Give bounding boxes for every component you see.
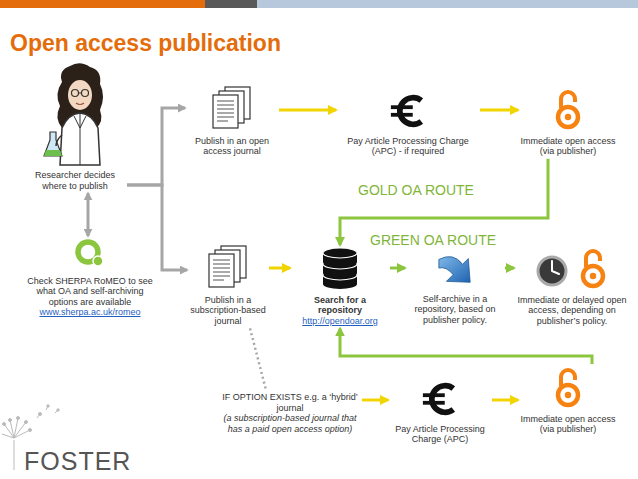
arrow-connector bbox=[505, 267, 514, 270]
arrow-connector bbox=[279, 109, 336, 112]
arrow-connector bbox=[480, 109, 518, 112]
step-node: Pay Article Processing Charge (APC) bbox=[390, 380, 490, 445]
step-node: Publish in a subscription-based journal bbox=[189, 245, 267, 326]
top-bar bbox=[0, 0, 205, 8]
node-text: www.sherpa.ac.uk/romeo bbox=[22, 307, 158, 318]
researcher-figure bbox=[44, 63, 103, 165]
euro-icon bbox=[338, 92, 478, 133]
node-text: Immediate open access (via publisher) bbox=[520, 414, 616, 435]
node-text: Pay Article Processing Charge (APC) bbox=[390, 424, 490, 445]
step-node: Publish in an open access journal bbox=[187, 86, 277, 157]
logo-text: FOSTER bbox=[24, 447, 131, 476]
top-bar bbox=[205, 0, 257, 8]
db-icon bbox=[292, 247, 388, 292]
node-text: Search for a repository bbox=[292, 295, 388, 316]
diagram-title: Open access publication bbox=[10, 30, 281, 57]
step-node: Researcher decides where to publish bbox=[25, 170, 125, 191]
step-node: Immediate or delayed open access, depend… bbox=[516, 247, 628, 326]
node-text: IF OPTION EXISTS e.g. a ‘hybrid’ journal bbox=[220, 392, 360, 413]
step-node: Pay Article Processing Charge (APC) - if… bbox=[338, 92, 478, 157]
arrow-connector bbox=[127, 185, 187, 270]
lock-icon bbox=[520, 366, 616, 411]
step-node: Self-archive in a repository, based on p… bbox=[407, 250, 503, 325]
dotted-connector bbox=[250, 328, 266, 390]
arrow-connector bbox=[362, 399, 388, 402]
node-text: Researcher decides where to publish bbox=[25, 170, 125, 191]
node-text: Self-archive in a repository, based on p… bbox=[407, 294, 503, 326]
node-text: Pay Article Processing Charge (APC) - if… bbox=[338, 136, 478, 157]
node-text: Publish in a subscription-based journal bbox=[189, 295, 267, 327]
step-node: IF OPTION EXISTS e.g. a ‘hybrid’ journal… bbox=[220, 392, 360, 434]
arrow-icon bbox=[407, 250, 503, 291]
node-text: (a subscription-based journal that has a… bbox=[220, 413, 360, 434]
arrow-connector bbox=[269, 267, 290, 270]
route-label: GREEN OA ROUTE bbox=[368, 232, 498, 248]
node-text: Check SHERPA RoMEO to see what OA and se… bbox=[22, 276, 158, 308]
arrow-connector bbox=[87, 193, 90, 236]
node-text: http://opendoar.org bbox=[292, 316, 388, 327]
arrow-connector bbox=[390, 267, 405, 270]
step-node: Immediate open access (via publisher) bbox=[520, 88, 616, 157]
node-text: Immediate open access (via publisher) bbox=[520, 136, 616, 157]
node-text: Immediate or delayed open access, depend… bbox=[516, 295, 628, 327]
euro-icon bbox=[390, 380, 490, 421]
step-node: Search for a repositoryhttp://opendoar.o… bbox=[292, 247, 388, 326]
doc-icon bbox=[187, 86, 277, 133]
route-label: GOLD OA ROUTE bbox=[356, 182, 476, 198]
arrow-connector bbox=[127, 108, 185, 185]
doc-icon bbox=[189, 245, 267, 292]
top-bar bbox=[257, 0, 638, 8]
clocklock-icon bbox=[516, 247, 628, 292]
lock-icon bbox=[520, 88, 616, 133]
step-node: Immediate open access (via publisher) bbox=[520, 366, 616, 435]
arrow-connector bbox=[492, 399, 518, 402]
step-node: Check SHERPA RoMEO to see what OA and se… bbox=[22, 238, 158, 318]
arrow-connector bbox=[340, 328, 592, 364]
node-text: Publish in an open access journal bbox=[187, 136, 277, 157]
sherpa-icon bbox=[22, 238, 158, 273]
